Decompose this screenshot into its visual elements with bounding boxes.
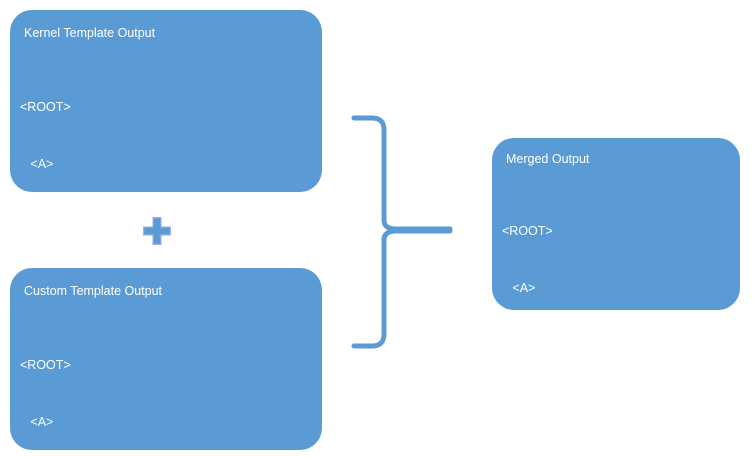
code-line: </A> [502,395,539,409]
custom-template-output-code: <ROOT> <A> <B id='2' merge:action='delet… [20,318,211,457]
code-line: </ROOT> [502,450,637,457]
code-line: <A> [502,281,536,295]
merged-output-title: Merged Output [506,152,590,166]
right-curly-brace-icon [348,108,460,356]
code-line: <B id="1">Hello</B> [502,338,637,352]
merged-output-code: <ROOT> <A> <B id="1">Hello</B> </A> </RO… [502,184,637,457]
plus-icon [143,217,171,245]
code-line: <ROOT> [20,100,71,114]
custom-template-output-box: Custom Template Output <ROOT> <A> <B id=… [10,268,322,450]
kernel-template-output-title: Kernel Template Output [24,26,156,40]
kernel-template-output-box: Kernel Template Output <ROOT> <A> <B id=… [10,10,322,399]
code-line: <ROOT> [20,358,71,372]
code-line: <B id='1'>Hello</B> [20,214,151,228]
code-line: <A> [20,415,54,429]
code-line: <ROOT> [502,224,553,238]
merged-output-box: Merged Output <ROOT> <A> <B id="1">Hello… [492,138,740,457]
custom-template-output-title: Custom Template Output [24,284,163,298]
code-line: <A> [20,157,54,171]
